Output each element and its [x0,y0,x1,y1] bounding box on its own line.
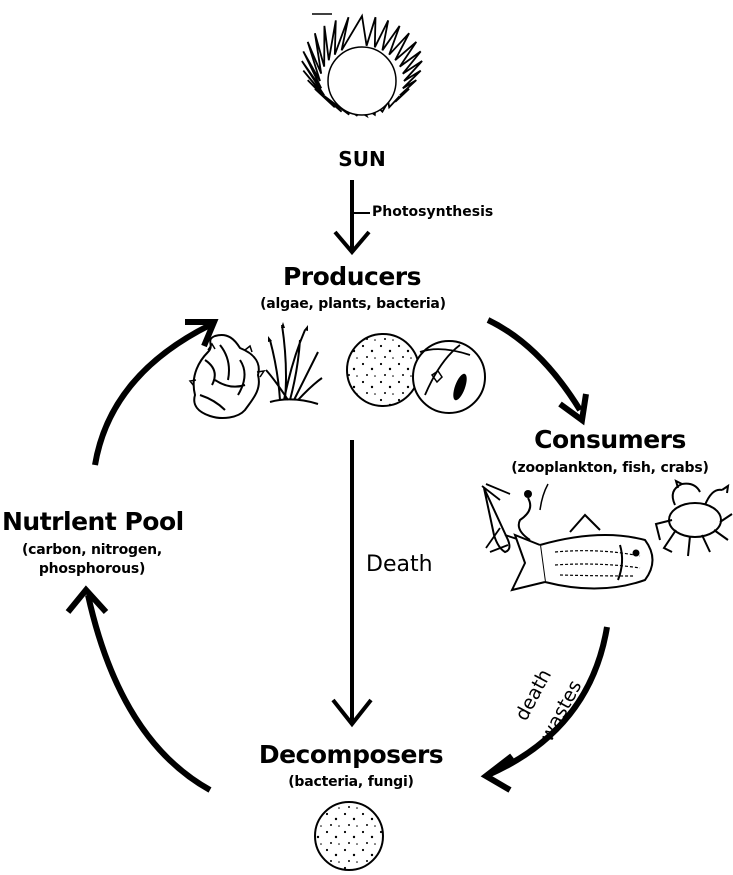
producers-subtitle: (algae, plants, bacteria) [242,296,464,312]
nutrient-pool-subtitle-line2: phosphorous) [2,561,182,577]
microbe-circle-icon [315,802,383,870]
consumers-title: Consumers [510,425,710,454]
nutrient-pool-title: Nutrlent Pool [2,507,182,536]
grass-plant-icon [266,322,322,404]
crab-icon [656,481,732,556]
bacteria-circle-icon [347,334,419,406]
zooplankton-icon [482,484,548,552]
photosynthesis-arrow [335,180,370,252]
decomposers-title: Decomposers [236,740,466,769]
producers-title: Producers [252,262,452,291]
sun-icon [302,16,422,116]
consumers-to-decomposers-arrow [486,627,607,790]
decomposers-subtitle: (bacteria, fungi) [256,774,446,790]
algae-cell-circle-icon [413,341,485,413]
decomposers-to-nutrient-pool-arrow [68,590,210,790]
consumers-subtitle: (zooplankton, fish, crabs) [488,460,732,476]
death-label: Death [366,552,433,577]
fish-icon [512,515,653,590]
photosynthesis-label: Photosynthesis [372,204,493,220]
seaweed-icon [190,335,264,418]
producers-to-consumers-arrow [488,320,586,420]
nutrient-pool-subtitle-line1: (carbon, nitrogen, [2,542,182,558]
death-arrow [333,440,371,724]
sun-label: SUN [329,147,395,171]
